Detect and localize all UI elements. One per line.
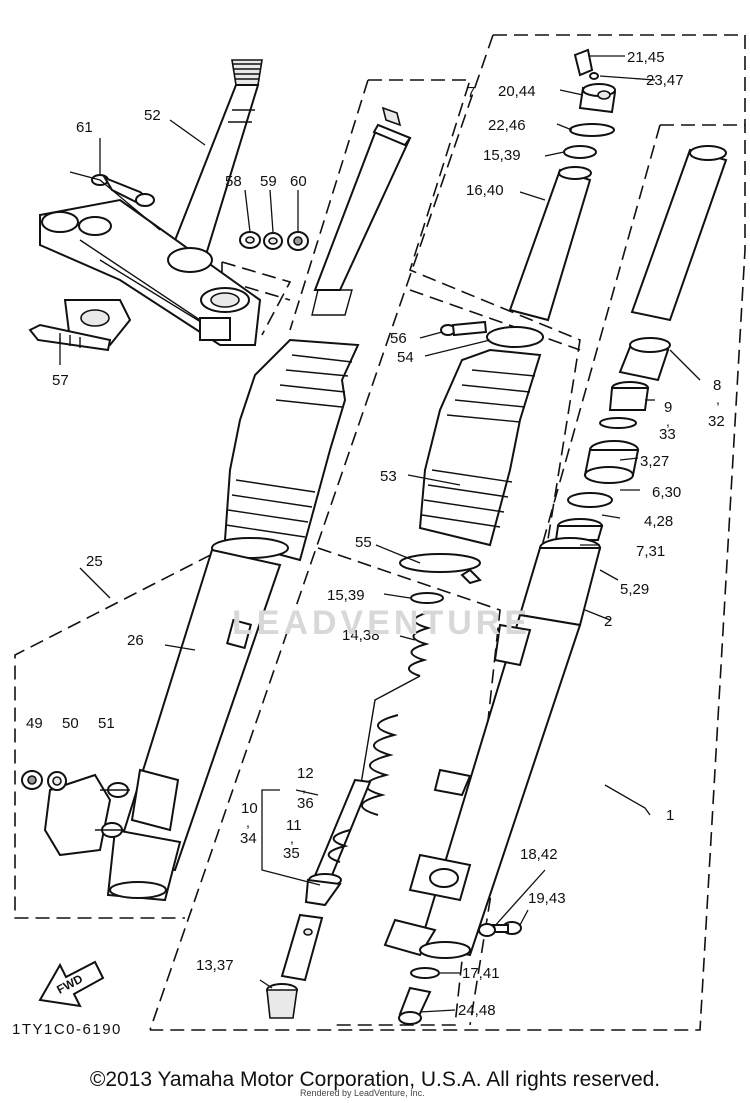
- render-credit: Rendered by LeadVenture, Inc.: [300, 1088, 425, 1098]
- clip-4: [567, 492, 613, 508]
- callout-59: 59: [260, 173, 277, 190]
- dust-seal-7: [554, 518, 604, 541]
- leader-lines: [59, 55, 701, 1013]
- callout-8-comma: ,: [716, 391, 720, 407]
- callout-10: 10: [241, 800, 258, 817]
- callout-10-comma: ,: [246, 814, 250, 830]
- screw-56: [440, 320, 488, 337]
- callout-32: 32: [708, 413, 725, 430]
- callout-21-45: 21,45: [627, 49, 665, 66]
- right-inner-tube: [630, 145, 728, 322]
- callout-11-comma: ,: [290, 830, 294, 846]
- callout-49: 49: [26, 715, 43, 732]
- callout-51: 51: [98, 715, 115, 732]
- callout-25: 25: [86, 553, 103, 570]
- callout-58: 58: [225, 173, 242, 190]
- callout-50: 50: [62, 715, 79, 732]
- callout-7: 7: [467, 84, 475, 101]
- slide-bushing-8: [618, 337, 671, 382]
- callout-12-comma: ,: [302, 779, 306, 795]
- callout-15-39-mid: 15,39: [327, 587, 365, 604]
- watermark: LEADVENTURE: [232, 604, 532, 642]
- callout-22-46: 22,46: [488, 117, 526, 134]
- fork-spring-14: [359, 611, 432, 816]
- boot-53: [418, 348, 542, 547]
- bolt-19: [491, 921, 522, 935]
- cap-bolt-20: [578, 83, 617, 114]
- callout-1: 1: [666, 807, 674, 824]
- boot-clamp-54: [486, 326, 544, 348]
- callout-9-comma: ,: [666, 413, 670, 429]
- callout-2: 2: [604, 613, 612, 630]
- callout-20-44: 20,44: [498, 83, 536, 100]
- callout-12: 12: [297, 765, 314, 782]
- oil-lock-13: [266, 983, 298, 1019]
- diagram-code: 1TY1C0-6190: [12, 1021, 122, 1038]
- callout-4-28: 4,28: [644, 513, 673, 530]
- callout-15-39-top: 15,39: [483, 147, 521, 164]
- callout-11: 11: [286, 817, 302, 834]
- callout-23-47: 23,47: [646, 72, 684, 89]
- callout-13-37: 13,37: [196, 957, 234, 974]
- callout-14-38: 14,38: [342, 627, 380, 644]
- o-ring-22: [569, 123, 615, 137]
- callout-6-30: 6,30: [652, 484, 681, 501]
- callout-9: 9: [664, 399, 672, 416]
- callout-60: 60: [290, 173, 307, 190]
- callout-36: 36: [297, 795, 314, 812]
- steering-stem-52: [170, 59, 263, 260]
- callout-34: 34: [240, 830, 257, 847]
- inner-tube-16: [508, 166, 592, 322]
- air-valve-21: [573, 48, 599, 80]
- callout-16-40: 16,40: [466, 182, 504, 199]
- callout-33: 33: [659, 426, 676, 443]
- callout-5-29: 5,29: [620, 581, 649, 598]
- callout-8: 8: [713, 377, 721, 394]
- callout-labels: 61 52 58 59 60 57 7 21,45 23,47 20,44 22…: [12, 49, 725, 1038]
- callout-52: 52: [144, 107, 161, 124]
- bushing-9: [608, 381, 650, 411]
- nut-49-washer-50: [21, 770, 67, 791]
- left-inner-tube: [311, 106, 412, 316]
- caliper-bracket-51: [43, 773, 130, 857]
- callout-26: 26: [127, 632, 144, 649]
- collar-15-top: [563, 145, 597, 159]
- washer-17: [410, 967, 440, 979]
- callout-3-27: 3,27: [640, 453, 669, 470]
- left-fork-boot: [211, 338, 360, 562]
- clip-55: [399, 553, 482, 585]
- callout-7-31: 7,31: [636, 543, 665, 560]
- forward-direction-icon: FWD: [38, 960, 105, 1008]
- callout-18-42: 18,42: [520, 846, 558, 863]
- bolt-24: [398, 986, 432, 1025]
- oil-lock-piece: [280, 913, 324, 982]
- callout-24-48: 24,48: [458, 1002, 496, 1019]
- under-bracket: [39, 198, 262, 346]
- outer-tube-2: [383, 537, 602, 959]
- callout-61: 61: [76, 119, 93, 136]
- callout-53: 53: [380, 468, 397, 485]
- left-outer-tube-26: [106, 548, 282, 902]
- washer-3: [599, 417, 637, 429]
- copyright-footer: ©2013 Yamaha Motor Corporation, U.S.A. A…: [89, 1068, 661, 1091]
- oil-seal-6: [583, 440, 640, 484]
- callout-35: 35: [283, 845, 300, 862]
- collar-15-mid: [410, 592, 444, 604]
- washers-58-60: [239, 231, 309, 251]
- callout-57: 57: [52, 372, 69, 389]
- callout-17-41: 17,41: [462, 965, 500, 982]
- damper-rod-10: [304, 778, 372, 907]
- callout-55: 55: [355, 534, 372, 551]
- callout-56: 56: [390, 330, 407, 347]
- callout-54: 54: [397, 349, 414, 366]
- callout-19-43: 19,43: [528, 890, 566, 907]
- washer-18: [478, 923, 496, 937]
